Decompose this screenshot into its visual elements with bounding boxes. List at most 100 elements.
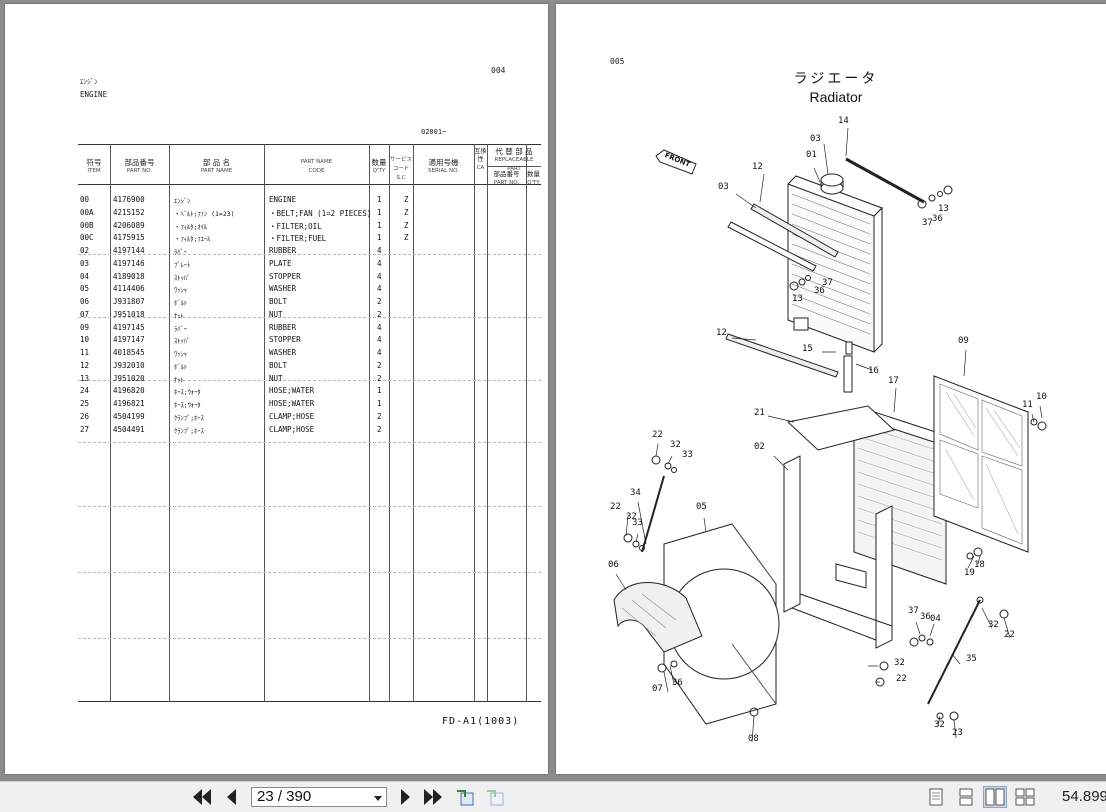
callout-label: 32 — [626, 512, 637, 522]
cell-pn: J951018 — [113, 309, 145, 319]
page-number-select[interactable]: 23 / 390 — [251, 787, 387, 807]
callout-label: 21 — [754, 408, 765, 418]
cell-jp: ｽﾄｯﾊﾟ — [174, 273, 191, 282]
page-number: 004 — [491, 66, 506, 75]
callout-label: 22 — [896, 674, 907, 684]
next-page-button[interactable] — [394, 786, 416, 808]
single-page-icon — [929, 788, 943, 806]
cell-pn: 4197146 — [113, 258, 145, 268]
cell-item: 11 — [80, 348, 90, 357]
cell-item: 09 — [80, 322, 90, 332]
callout-label: 03 — [810, 134, 821, 144]
last-page-icon — [424, 789, 433, 805]
cell-en: WASHER — [269, 284, 297, 294]
callout-label: 36 — [932, 214, 943, 224]
cell-item: 00A — [80, 207, 94, 217]
callout-label: 22 — [1004, 630, 1015, 640]
cell-jp: ｽﾄｯﾊﾟ — [174, 337, 191, 346]
cell-pn: J932010 — [113, 360, 145, 370]
cell-jp: ﾅｯﾄ — [174, 311, 184, 320]
callout-label: 34 — [630, 488, 641, 498]
cell-en: STOPPER — [269, 271, 301, 281]
cell-en: HOSE;WATER — [269, 399, 315, 408]
cell-pn: 4504199 — [113, 411, 145, 421]
callout-label: 02 — [754, 442, 765, 452]
cell-qty: 2 — [377, 424, 382, 434]
callout-label: 23 — [952, 728, 963, 738]
cell-jp: ｸﾗﾝﾌﾟ;ﾎｰｽ — [174, 426, 204, 435]
cell-jp: ﾗﾊﾞｰ — [174, 324, 187, 333]
next-page-icon — [400, 789, 410, 805]
callout-label: 09 — [958, 336, 969, 346]
cell-item: 25 — [80, 399, 90, 408]
previous-page-button[interactable] — [220, 786, 242, 808]
cell-en: RUBBER — [269, 322, 297, 332]
cell-pn: 4197145 — [113, 322, 145, 332]
callout-label: 07 — [652, 684, 663, 694]
first-page-button[interactable] — [191, 786, 213, 808]
cell-sc: Z — [404, 233, 409, 243]
callout-label: 36 — [672, 678, 683, 688]
callout-label: 37 — [922, 218, 933, 228]
serial-range: 02001~ — [421, 128, 447, 136]
cell-jp: ﾅｯﾄ — [174, 375, 184, 384]
cell-item: 13 — [80, 373, 90, 383]
callout-label: 35 — [966, 654, 977, 664]
callout-label: 03 — [718, 182, 729, 192]
callout-label: 33 — [632, 518, 643, 528]
continuous-facing-icon — [1015, 788, 1035, 806]
cell-pn: 4215152 — [113, 207, 145, 217]
cell-en: BOLT — [269, 360, 288, 370]
cell-jp: ﾗﾊﾞｰ — [174, 248, 187, 256]
section-title-jp: ｴﾝｼﾞﾝ — [80, 78, 98, 86]
next-view-icon — [487, 790, 504, 806]
callout-label: 19 — [964, 568, 975, 578]
page-footer-code: FD-A1(1003) — [442, 716, 520, 727]
callout-label: 32 — [894, 658, 905, 668]
callout-label: 15 — [802, 344, 813, 354]
single-page-view-button[interactable] — [924, 786, 948, 808]
next-view-button[interactable] — [484, 786, 506, 808]
previous-view-button[interactable] — [454, 786, 476, 808]
cell-pn: 4018545 — [113, 348, 145, 357]
facing-pages-icon — [985, 788, 1005, 806]
cell-en: NUT — [269, 373, 283, 383]
callout-label: 36 — [920, 612, 931, 622]
callout-label: 22 — [652, 430, 663, 440]
cell-sc: Z — [404, 207, 409, 217]
cell-qty: 2 — [377, 297, 382, 306]
cell-pn: 4176900 — [113, 195, 145, 204]
cell-qty: 1 — [377, 399, 382, 408]
cell-en: STOPPER — [269, 335, 301, 345]
continuous-view-button[interactable] — [954, 786, 978, 808]
cell-qty: 1 — [377, 386, 382, 396]
callout-label: 17 — [888, 376, 899, 386]
cell-item: 02 — [80, 246, 90, 255]
callout-label: 11 — [1022, 400, 1033, 410]
cell-en: RUBBER — [269, 246, 297, 255]
cell-jp: ﾜｯｼｬ — [174, 286, 187, 295]
callout-label: 08 — [748, 734, 759, 744]
cell-qty: 4 — [377, 322, 382, 332]
cell-qty: 4 — [377, 348, 382, 357]
cell-qty: 4 — [377, 335, 382, 345]
cell-en: PLATE — [269, 258, 292, 268]
cell-en: WASHER — [269, 348, 297, 357]
pdf-viewer-toolbar: 23 / 390 54.899 — [0, 781, 1106, 812]
diagram-title-jp: ラジエータ — [793, 71, 879, 87]
facing-view-button[interactable] — [983, 786, 1007, 808]
cell-item: 03 — [80, 258, 90, 268]
cell-jp: ・ﾍﾞﾙﾄ;ﾌｧﾝ (1=2З) — [174, 209, 235, 218]
radiator-exploded-diagram — [613, 127, 1047, 743]
section-title-en: ENGINE — [80, 90, 108, 99]
cell-qty: 4 — [377, 258, 382, 268]
last-page-button[interactable] — [422, 786, 444, 808]
cell-pn: J931807 — [113, 297, 145, 306]
continuous-facing-view-button[interactable] — [1013, 786, 1037, 808]
zoom-level[interactable]: 54.899 — [1062, 788, 1106, 805]
